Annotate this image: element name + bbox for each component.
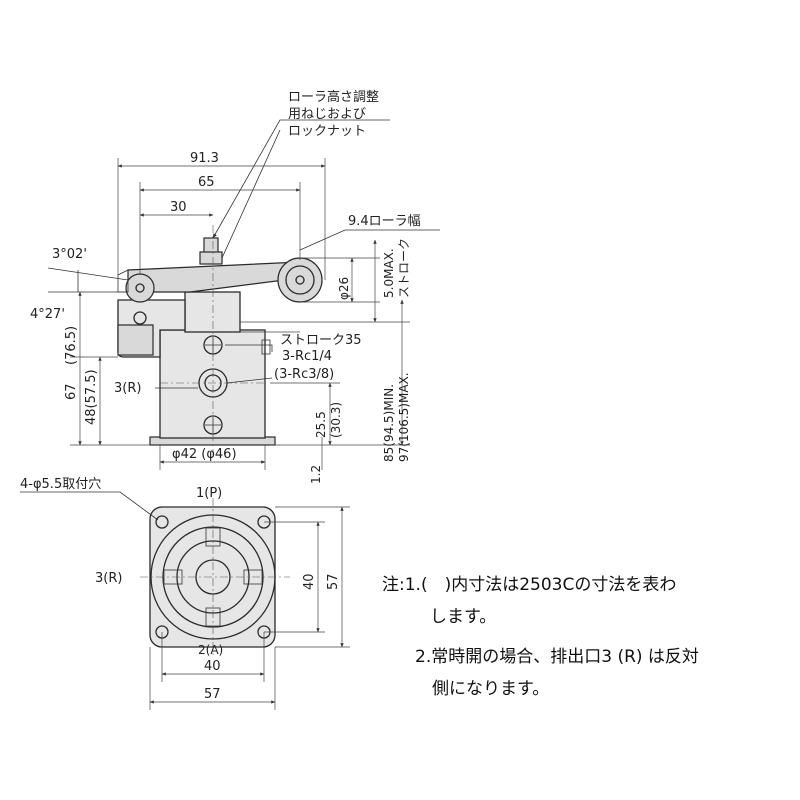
label-rc14: 3-Rc1/4: [282, 349, 332, 364]
label-port-a: 2(A): [198, 643, 223, 657]
right-dimensions: [240, 239, 410, 470]
front-view: [117, 225, 323, 455]
bottom-view-dimensions: [149, 506, 350, 710]
dim-phi26: φ26: [337, 277, 351, 300]
lock-nut: [199, 251, 223, 265]
label-stroke35: ストローク35: [280, 333, 362, 348]
dim-25-5: 25.5: [314, 411, 328, 438]
dim-40-h: 40: [204, 659, 221, 674]
label-adjust-3: ロックナット: [288, 124, 366, 139]
label-adjust-2: 用ねじおよび: [288, 107, 366, 122]
dim-stroke-max: 5.0MAX.: [382, 248, 396, 298]
dim-phi42: φ42 (φ46): [172, 447, 237, 462]
dim-1-2: 1.2: [309, 465, 323, 484]
note-line-4: 側になります。: [432, 679, 549, 699]
upper-housing: [184, 291, 241, 333]
dim-30: 30: [170, 200, 187, 215]
dim-97: 97(106.5)MAX.: [397, 372, 411, 462]
angle-3-02: 3°02': [52, 247, 87, 262]
dim-stroke-label: ストローク: [397, 238, 411, 298]
valve-body: [159, 329, 266, 439]
left-dimensions: [70, 291, 150, 446]
dim-65: 65: [198, 175, 215, 190]
mount-hole-tl: [155, 515, 169, 529]
note-line-3: 2.常時開の場合、排出口3 (R) は反対: [415, 647, 699, 667]
roller: [277, 257, 323, 303]
label-rc38: (3-Rc3/8): [274, 367, 334, 382]
bracket-screw: [133, 311, 147, 325]
label-holes: 4-φ5.5取付穴: [20, 477, 101, 492]
dim-48: 48(57.5): [84, 369, 99, 425]
label-adjust-1: ローラ高さ調整: [288, 89, 379, 105]
note-line-2: します。: [430, 607, 496, 627]
note-line-1: 注:1.( )内寸法は2503Cの寸法を表わ: [382, 575, 676, 595]
angle-4-27: 4°27': [30, 307, 65, 322]
dim-57-v: 57: [326, 573, 341, 590]
top-dimensions: [117, 158, 326, 280]
label-roller-width: 9.4ローラ幅: [348, 214, 421, 229]
pivot: [125, 273, 155, 303]
notes: 注:1.( )内寸法は2503Cの寸法を表わ します。 2.常時開の場合、排出口…: [382, 575, 699, 699]
dim-57-h: 57: [204, 687, 221, 702]
dim-30-3: (30.3): [329, 402, 343, 438]
bottom-view: [140, 498, 290, 655]
dim-76-5: (76.5): [64, 326, 79, 365]
dim-91-3: 91.3: [190, 151, 219, 166]
dim-85: 85(94.5)MIN.: [382, 384, 396, 462]
dim-67: 67: [64, 383, 79, 400]
bracket-plate: [117, 324, 154, 356]
dim-40-v: 40: [302, 573, 317, 590]
label-port-r: 3(R): [95, 571, 122, 586]
label-3r-front: 3(R): [114, 381, 141, 396]
label-port-p: 1(P): [196, 486, 222, 501]
